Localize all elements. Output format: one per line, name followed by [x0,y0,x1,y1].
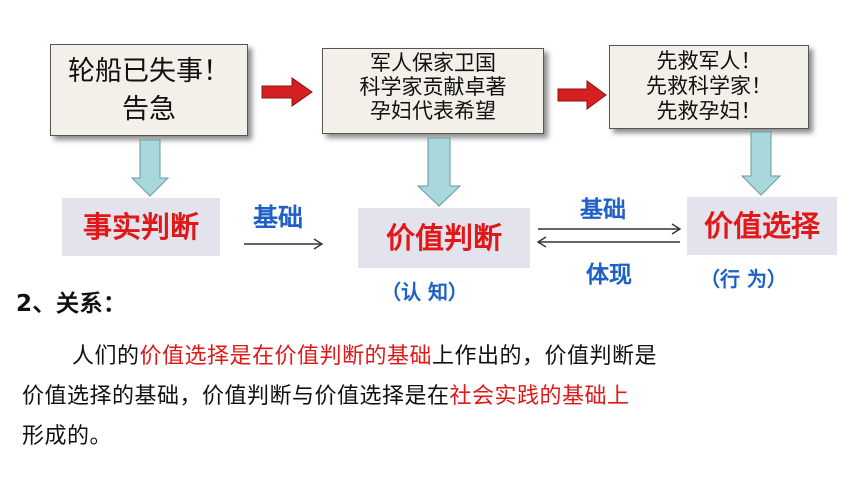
scenario-line: 先救孕妇！ [656,99,762,123]
relation-basis-1: 基础 [253,203,304,232]
scenario-line: 孕妇代表希望 [370,99,496,123]
relation-basis-2: 基础 [580,197,626,223]
scenario-box-people: 军人保家卫国 科学家贡献卓著 孕妇代表希望 [322,48,544,134]
paragraph-text: 上作出的，价值判断是 [432,344,658,369]
section-heading: 2、关系： [16,291,127,317]
scenario-box-shipwreck: 轮船已失事！ 告急 [50,44,248,136]
annotation-cognition: （认 知） [381,280,468,304]
red-right-arrow-2 [557,80,607,110]
value-judgment-label: 价值判断 [358,208,530,268]
fact-judgment-label: 事实判断 [62,198,220,256]
down-arrow-3 [740,131,782,196]
paragraph-text: 人们的 [72,344,140,369]
scenario-box-rescue: 先救军人！ 先救科学家！ 先救孕妇！ [609,45,809,129]
paragraph-line-2: 价值选择的基础，价值判断与价值选择是在社会实践的基础上 [22,378,630,410]
scenario-line: 军人保家卫国 [370,51,496,75]
paragraph-highlight: 价值选择是在价值判断的基础 [139,344,433,369]
scenario-line: 先救军人！ [656,49,762,73]
paragraph-text: 价值选择的基础，价值判断与价值选择是在 [22,384,450,409]
annotation-behavior: （行 为） [700,267,787,291]
red-right-arrow-1 [261,77,313,107]
down-arrow-1 [130,139,170,197]
paragraph-line-1: 人们的价值选择是在价值判断的基础上作出的，价值判断是 [72,338,657,370]
relation-embody: 体现 [586,262,632,288]
value-choice-label: 价值选择 [687,197,837,255]
scenario-line: 科学家贡献卓著 [359,75,507,99]
paragraph-line-3: 形成的。 [22,424,113,449]
scenario-line: 轮船已失事！ [68,56,230,87]
paragraph-highlight: 社会实践的基础上 [449,384,630,409]
scenario-line: 告急 [122,94,176,125]
scenario-line: 先救科学家！ [646,74,772,98]
down-arrow-2 [416,137,462,207]
